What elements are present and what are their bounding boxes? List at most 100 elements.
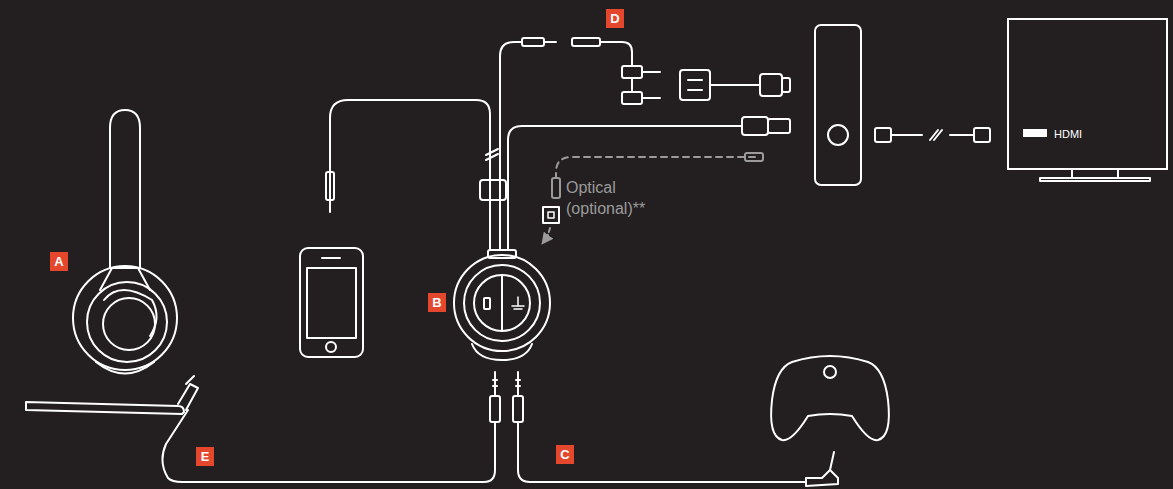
hdmi-cable bbox=[875, 128, 990, 142]
phone-illustration bbox=[300, 248, 363, 357]
usb-cable bbox=[508, 126, 742, 250]
rca-adapter-cable bbox=[688, 80, 702, 90]
headset-illustration bbox=[87, 282, 167, 362]
rca-adapter-cable bbox=[572, 38, 600, 46]
rca-adapter-cable bbox=[622, 66, 642, 78]
cable-clip bbox=[486, 149, 498, 160]
amplifier-illustration bbox=[454, 250, 550, 360]
mic-boom-illustration bbox=[26, 376, 198, 414]
headset-jacks bbox=[513, 396, 523, 422]
console-illustration bbox=[815, 25, 861, 185]
headset-illustration bbox=[110, 110, 140, 268]
optical-cable bbox=[543, 153, 763, 240]
phone-cable bbox=[329, 172, 331, 212]
callout-letter: B bbox=[428, 293, 446, 312]
usb-cable bbox=[768, 119, 790, 133]
cable-clip bbox=[480, 149, 506, 200]
callout-letter-text: C bbox=[560, 445, 569, 464]
amplifier-illustration bbox=[472, 344, 532, 360]
amplifier-illustration bbox=[512, 297, 524, 309]
callout-letter-text: B bbox=[432, 293, 441, 312]
headset-illustration bbox=[73, 110, 177, 374]
port-label: HDMI bbox=[1054, 128, 1082, 141]
tv-stand bbox=[1072, 170, 1118, 178]
rca-adapter-cable bbox=[710, 84, 760, 86]
phone-illustration bbox=[322, 257, 340, 259]
headset-jacks bbox=[490, 396, 500, 422]
rca-adapter-cable bbox=[782, 78, 790, 92]
headset-illustration bbox=[104, 290, 157, 336]
callout-letter: A bbox=[50, 252, 68, 271]
headset-illustration bbox=[96, 362, 154, 374]
optical-cable bbox=[552, 178, 560, 198]
mic-boom-illustration bbox=[26, 402, 184, 414]
controller-cable bbox=[518, 422, 838, 486]
controller-cable bbox=[518, 422, 806, 482]
headset-jacks bbox=[493, 380, 497, 386]
rca-adapter-cable bbox=[642, 72, 660, 98]
usb-cable bbox=[508, 117, 790, 250]
mic-cable bbox=[162, 410, 495, 482]
headset-jacks bbox=[516, 380, 520, 386]
callout-letter-text: D bbox=[610, 9, 619, 28]
headset-illustration bbox=[103, 298, 155, 350]
rca-adapter-cable bbox=[622, 92, 642, 104]
rca-adapter-cable bbox=[760, 74, 782, 96]
phone-cable bbox=[326, 172, 334, 200]
headset-jacks bbox=[517, 372, 519, 396]
mic-cable bbox=[162, 410, 495, 482]
console-illustration bbox=[828, 125, 848, 145]
tv-stand bbox=[1040, 170, 1150, 181]
amplifier-illustration bbox=[488, 250, 516, 258]
headset-jacks bbox=[490, 372, 523, 422]
optical-cable bbox=[545, 228, 550, 240]
optical-cable bbox=[548, 212, 554, 218]
phone-illustration bbox=[307, 268, 356, 338]
phone-cable bbox=[330, 100, 490, 250]
optical-cable bbox=[543, 207, 559, 223]
tv-stand bbox=[1040, 178, 1150, 181]
controller-illustration bbox=[824, 366, 836, 378]
headset-jacks bbox=[494, 372, 496, 396]
mic-boom-illustration bbox=[186, 376, 194, 384]
callout-letter: D bbox=[606, 9, 624, 28]
optical-cable bbox=[556, 157, 755, 178]
callout-letter: E bbox=[196, 447, 214, 466]
amplifier-illustration bbox=[464, 265, 540, 341]
rca-adapter-cable bbox=[631, 78, 633, 92]
console-illustration bbox=[815, 25, 861, 185]
amplifier-illustration bbox=[484, 298, 490, 309]
rca-adapter-cable bbox=[500, 42, 522, 250]
hdmi-port-mark bbox=[1023, 129, 1047, 137]
controller-cable bbox=[806, 470, 838, 486]
phone-illustration bbox=[326, 342, 336, 352]
amplifier-illustration bbox=[501, 275, 503, 331]
controller-cable bbox=[830, 452, 834, 470]
phone-cable bbox=[326, 100, 490, 250]
hdmi-cable bbox=[974, 128, 990, 142]
controller-illustration bbox=[771, 356, 889, 440]
rca-adapter-cable bbox=[544, 41, 556, 43]
controller-illustration bbox=[771, 356, 889, 440]
usb-cable bbox=[742, 117, 768, 135]
tv-screen: HDMI bbox=[1007, 18, 1168, 170]
optical-cable bbox=[745, 153, 763, 161]
headset-illustration bbox=[73, 266, 177, 370]
amplifier-illustration bbox=[474, 275, 530, 331]
rca-adapter-cable bbox=[522, 38, 544, 46]
phone-illustration bbox=[300, 248, 363, 357]
callout-letter: C bbox=[556, 445, 574, 464]
hdmi-cable bbox=[891, 130, 974, 140]
callout-letter-text: A bbox=[54, 252, 63, 271]
rca-adapter-cable bbox=[680, 70, 710, 100]
hdmi-port-mark bbox=[1023, 129, 1047, 137]
hdmi-cable bbox=[875, 128, 891, 142]
rca-adapter-cable bbox=[600, 42, 632, 66]
note-label: Optical (optional)** bbox=[566, 177, 666, 219]
rca-adapter-cable bbox=[500, 38, 790, 250]
mic-boom-illustration bbox=[178, 384, 198, 410]
callout-letter-text: E bbox=[201, 447, 210, 466]
cable-clip bbox=[480, 180, 506, 200]
amplifier-illustration bbox=[454, 255, 550, 351]
